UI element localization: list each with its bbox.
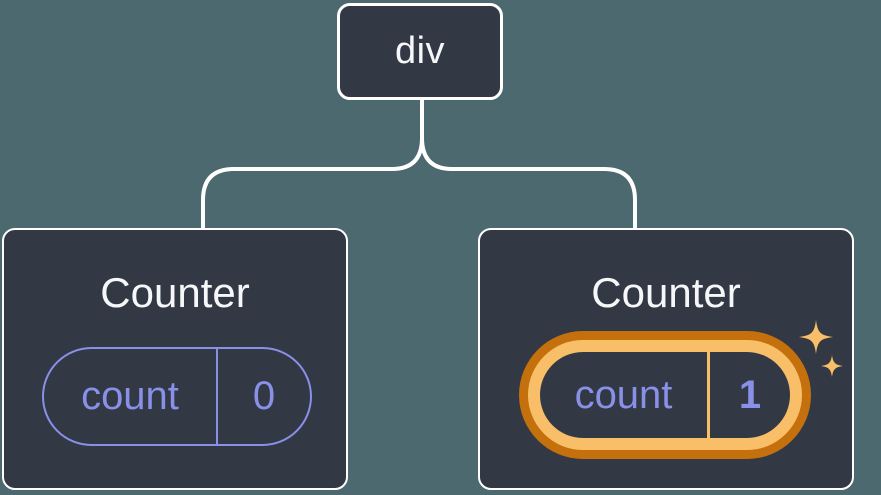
component-name: Counter: [591, 269, 741, 316]
component-name: Counter: [100, 269, 250, 316]
state-value: 0: [252, 374, 276, 418]
state-pill-highlighted: count 1: [519, 331, 811, 459]
pill-divider: [707, 352, 710, 438]
state-pill-inner: count 1: [540, 352, 790, 438]
counter-card-right: Counter count 1: [478, 228, 854, 490]
state-pill-highlight-ring: count 1: [528, 340, 802, 450]
state-pill: count 0: [42, 347, 312, 446]
state-key-label: count: [81, 374, 179, 418]
counter-card-left: Counter count 0: [2, 228, 348, 490]
root-node-label: div: [394, 30, 446, 72]
pill-divider: [216, 349, 218, 444]
state-value: 1: [738, 372, 762, 417]
root-node: div: [337, 3, 503, 100]
state-key-label: count: [574, 372, 673, 417]
